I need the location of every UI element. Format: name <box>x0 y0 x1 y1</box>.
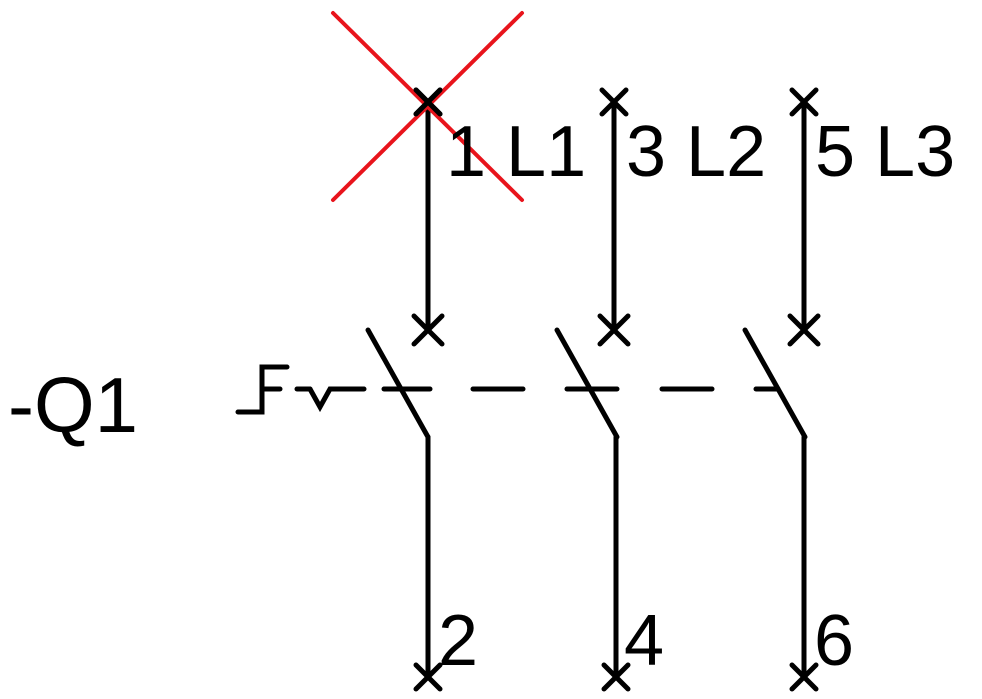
pole-3-contact-blade <box>742 327 808 440</box>
device-tag: -Q1 <box>8 361 139 449</box>
pole-2-bottom-terminal-x-icon <box>601 662 631 692</box>
pole-3-contact-x-icon <box>787 313 821 347</box>
top-terminal-label-3: 5 L3 <box>815 112 956 192</box>
pole-1-contact-blade <box>365 327 431 440</box>
bottom-terminal-label-6: 6 <box>814 601 855 681</box>
pole-2-contact-blade <box>554 327 620 440</box>
pole-1-contact-x-icon <box>411 313 445 347</box>
top-terminal-label-1: 1 L1 <box>446 112 587 192</box>
pole-2[interactable] <box>554 87 631 692</box>
manual-actuator-icon <box>235 364 367 415</box>
cross-out-marker-icon[interactable] <box>331 11 524 202</box>
pole-3-bottom-terminal-x-icon <box>789 662 819 692</box>
bottom-terminal-label-4: 4 <box>624 601 665 681</box>
pole-3[interactable] <box>742 87 821 692</box>
pole-2-top-terminal-x-icon <box>599 87 629 117</box>
bottom-terminal-label-2: 2 <box>438 601 479 681</box>
pole-1-bottom-terminal-x-icon <box>413 662 443 692</box>
top-terminal-label-2: 3 L2 <box>626 112 767 192</box>
pole-2-contact-x-icon <box>597 313 631 347</box>
pole-3-top-terminal-x-icon <box>789 87 819 117</box>
pole-1-top-terminal-x-overlay-icon <box>413 87 443 117</box>
